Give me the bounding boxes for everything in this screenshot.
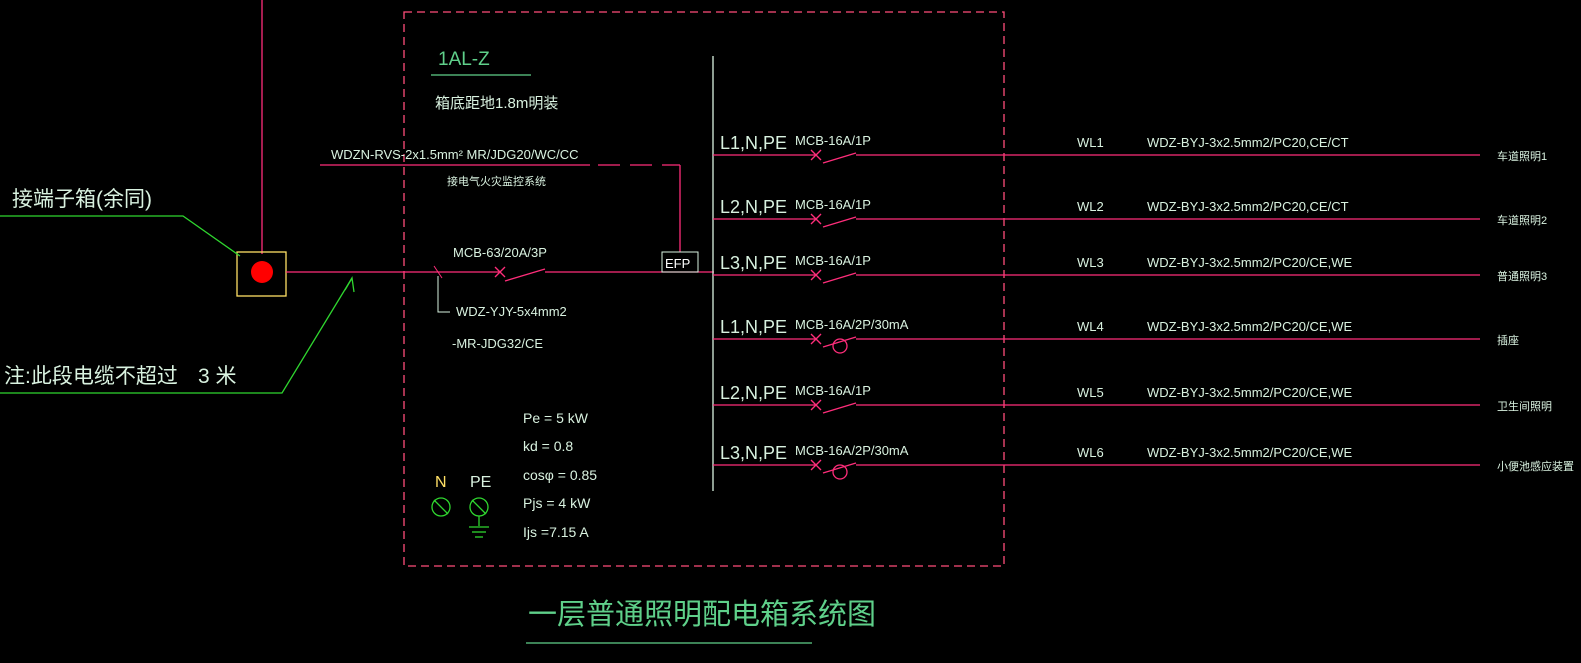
circuit-breaker-blade bbox=[822, 462, 857, 474]
panel-name: 1AL-Z bbox=[438, 49, 490, 70]
circuit-id: WL4 bbox=[1077, 319, 1104, 334]
circuit-breaker-blade bbox=[822, 216, 857, 228]
param-pe: Pe = 5 kW bbox=[523, 410, 589, 426]
main-breaker-x2 bbox=[494, 266, 506, 278]
circuit-breaker-x2 bbox=[810, 213, 822, 225]
main-breaker-label: MCB-63/20A/3P bbox=[453, 245, 547, 260]
circuit-breaker-label: MCB-16A/1P bbox=[795, 253, 871, 268]
circuit-phase: L2,N,PE bbox=[720, 197, 787, 217]
circuit-breaker-blade bbox=[822, 402, 857, 414]
circuit-load: 卫生间照明 bbox=[1497, 399, 1552, 413]
leader-length-note bbox=[0, 277, 353, 394]
circuit-phase: L2,N,PE bbox=[720, 383, 787, 403]
param-cos: cosφ = 0.85 bbox=[523, 467, 597, 483]
terminal-pe-icon bbox=[469, 497, 489, 538]
circuit-id: WL3 bbox=[1077, 255, 1104, 270]
circuit-load: 插座 bbox=[1497, 333, 1519, 347]
length-value: 3 米 bbox=[198, 365, 237, 388]
panel-mount-note: 箱底距地1.8m明装 bbox=[435, 95, 558, 112]
circuit-cable: WDZ-BYJ-3x2.5mm2/PC20/CE,WE bbox=[1147, 445, 1352, 460]
circuit-id: WL6 bbox=[1077, 445, 1104, 460]
terminal-box bbox=[236, 251, 287, 297]
terminal-box-note: 接端子箱(余同) bbox=[12, 188, 152, 211]
circuit-cable: WDZ-BYJ-3x2.5mm2/PC20/CE,WE bbox=[1147, 385, 1352, 400]
param-kd: kd = 0.8 bbox=[523, 438, 573, 454]
circuit-load: 车道照明2 bbox=[1497, 213, 1547, 227]
circuit-cable: WDZ-BYJ-3x2.5mm2/PC20/CE,WE bbox=[1147, 255, 1352, 270]
diagram-title: 一层普通照明配电箱系统图 bbox=[528, 598, 876, 631]
circuit-breaker-x2 bbox=[810, 149, 822, 161]
circuit-breaker-blade bbox=[822, 336, 857, 348]
terminal-n-label: N bbox=[435, 474, 447, 491]
cable-tick bbox=[433, 265, 443, 279]
param-ijs: Ijs =7.15 A bbox=[523, 524, 589, 540]
circuit-id: WL5 bbox=[1077, 385, 1104, 400]
cable-leader bbox=[437, 276, 450, 313]
leader-arrow bbox=[344, 276, 355, 293]
circuit-load: 车道照明1 bbox=[1497, 149, 1547, 163]
circuit-breaker-blade bbox=[822, 272, 857, 284]
circuit-cable: WDZ-BYJ-3x2.5mm2/PC20,CE/CT bbox=[1147, 199, 1349, 214]
incoming-cable-route: -MR-JDG32/CE bbox=[452, 336, 543, 351]
circuit-breaker-x2 bbox=[810, 269, 822, 281]
circuit-phase: L3,N,PE bbox=[720, 253, 787, 273]
circuit-breaker-x2 bbox=[810, 459, 822, 471]
leader-terminal-box bbox=[0, 215, 241, 257]
terminal-pe-label: PE bbox=[470, 474, 491, 491]
circuit-phase: L3,N,PE bbox=[720, 443, 787, 463]
efp-box bbox=[661, 251, 699, 273]
circuit-breaker-label: MCB-16A/1P bbox=[795, 197, 871, 212]
efp-label: EFP bbox=[665, 256, 690, 271]
circuit-breaker-label: MCB-16A/2P/30mA bbox=[795, 317, 909, 332]
param-pjs: Pjs = 4 kW bbox=[523, 495, 591, 511]
circuit-breaker-x2 bbox=[810, 399, 822, 411]
circuit-rcd-icon bbox=[832, 338, 848, 354]
circuit-load: 普通照明3 bbox=[1497, 269, 1547, 283]
circuit-breaker-label: MCB-16A/1P bbox=[795, 133, 871, 148]
circuit-id: WL2 bbox=[1077, 199, 1104, 214]
circuit-cable: WDZ-BYJ-3x2.5mm2/PC20,CE/CT bbox=[1147, 135, 1349, 150]
circuit-breaker-x2 bbox=[810, 333, 822, 345]
main-breaker-blade bbox=[504, 268, 546, 282]
circuit-load: 小便池感应装置 bbox=[1497, 459, 1574, 473]
circuit-cable: WDZ-BYJ-3x2.5mm2/PC20/CE,WE bbox=[1147, 319, 1352, 334]
fire-cable-label: WDZN-RVS-2x1.5mm² MR/JDG20/WC/CC bbox=[331, 147, 579, 162]
incoming-cable-label: WDZ-YJY-5x4mm2 bbox=[456, 304, 567, 319]
fire-monitor-note: 接电气火灾监控系统 bbox=[447, 174, 546, 188]
circuit-breaker-blade bbox=[822, 152, 857, 164]
circuit-rcd-icon bbox=[832, 464, 848, 480]
circuit-phase: L1,N,PE bbox=[720, 317, 787, 337]
terminal-n-icon bbox=[431, 497, 451, 517]
circuit-phase: L1,N,PE bbox=[720, 133, 787, 153]
circuit-breaker-label: MCB-16A/2P/30mA bbox=[795, 443, 909, 458]
circuit-id: WL1 bbox=[1077, 135, 1104, 150]
panel-enclosure bbox=[403, 11, 1005, 567]
length-note: 注:此段电缆不超过 bbox=[4, 365, 178, 388]
circuit-breaker-label: MCB-16A/1P bbox=[795, 383, 871, 398]
terminal-box-dot bbox=[251, 261, 273, 283]
